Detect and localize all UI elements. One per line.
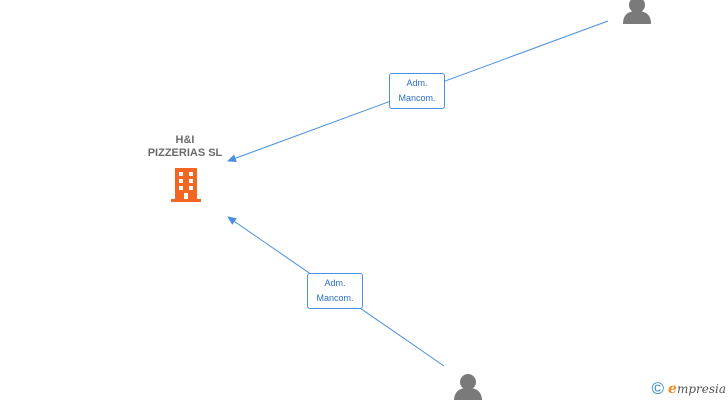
building-icon[interactable] (170, 167, 202, 208)
company-name-line1: H&I (175, 134, 195, 146)
copyright-icon: © (651, 379, 665, 398)
brand-initial: e (668, 381, 677, 397)
watermark: © empresia (651, 379, 726, 398)
relation-label-line1: Adm. (324, 278, 346, 288)
relation-label-line2: Mancom. (398, 93, 436, 103)
person-icon[interactable] (621, 0, 653, 29)
relation-label-line1: Adm. (406, 78, 428, 88)
person-icon[interactable] (452, 373, 484, 400)
relation-label[interactable]: Adm. Mancom. (307, 273, 363, 309)
brand-logo: empresia (668, 381, 726, 397)
company-name-line2: PIZZERIAS SL (147, 147, 223, 159)
brand-rest: mpresia (676, 382, 726, 396)
relation-label-line2: Mancom. (316, 293, 354, 303)
company-name[interactable]: H&I PIZZERIAS SL (130, 134, 240, 160)
relation-label[interactable]: Adm. Mancom. (389, 73, 445, 109)
